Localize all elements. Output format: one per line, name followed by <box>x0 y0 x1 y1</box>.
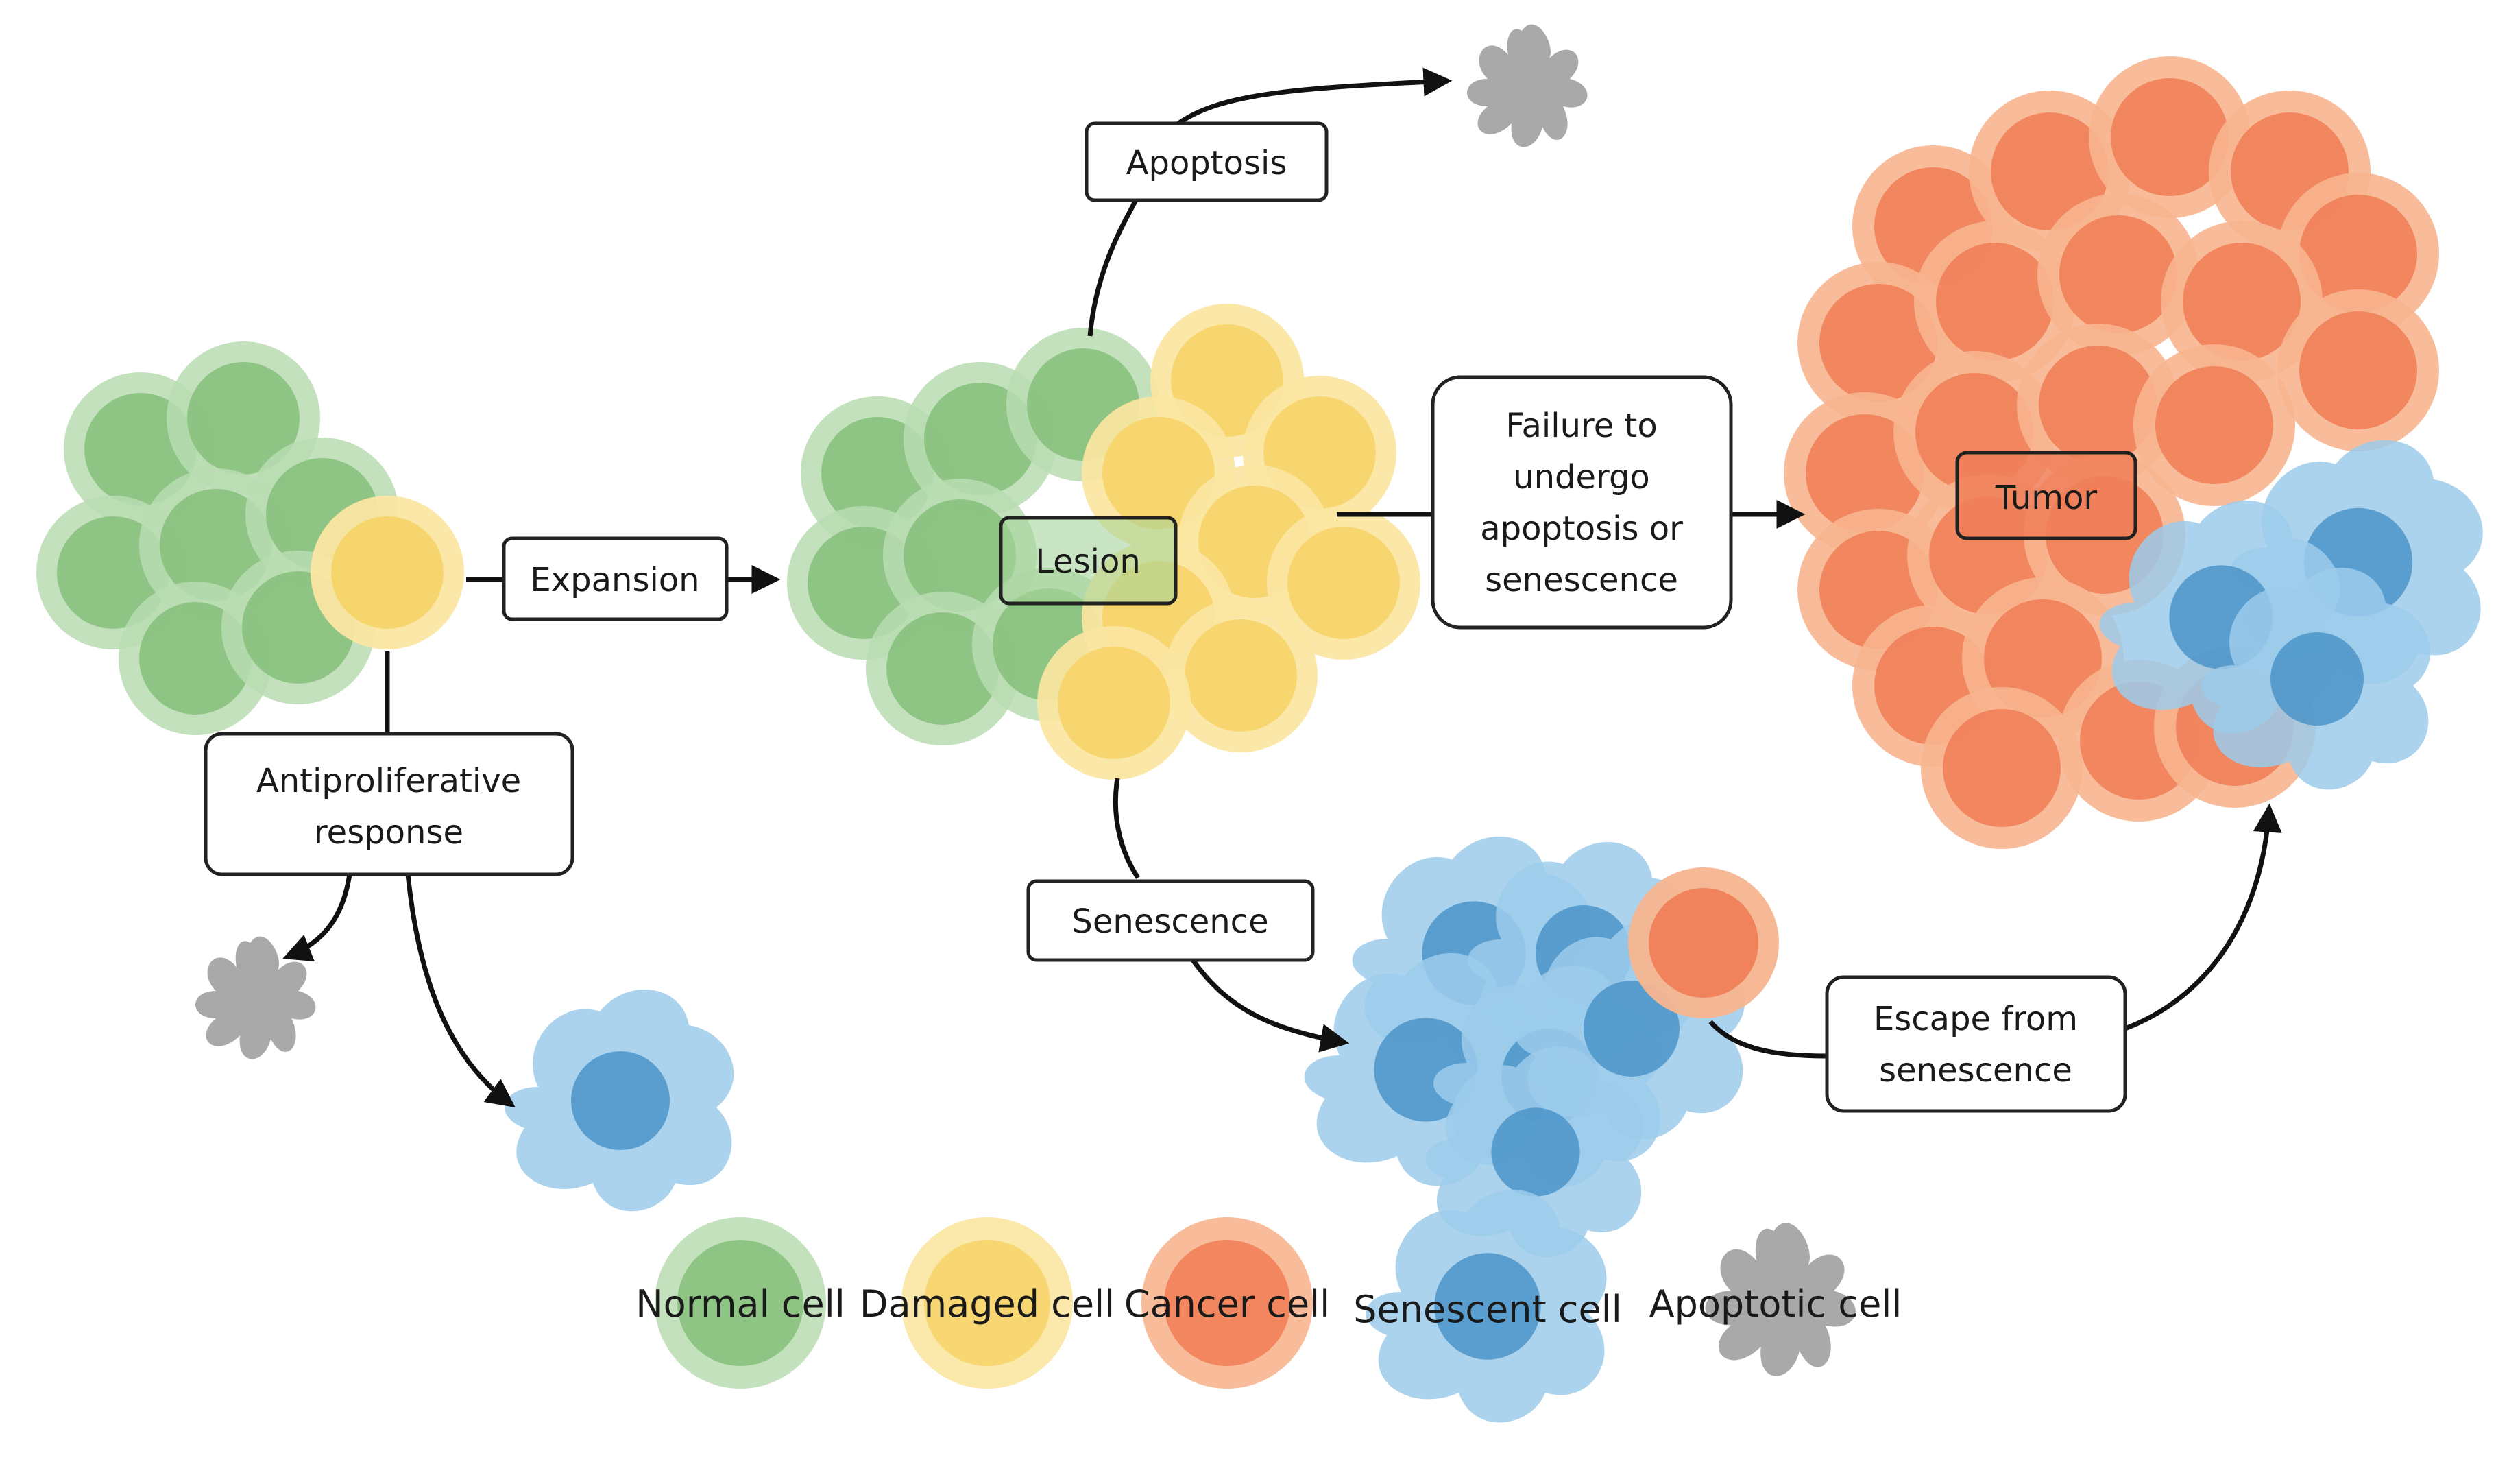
arrow-senescence-out <box>1191 958 1350 1053</box>
legend-label-cancer: Cancer cell <box>1124 1282 1330 1326</box>
legend-label-senescent: Senescent cell <box>1353 1288 1621 1331</box>
expansion-label: Expansion <box>530 561 699 599</box>
failure-label-line-3: apoptosis or <box>1480 510 1683 548</box>
senescent-cell <box>2201 567 2431 790</box>
legend-label-damaged: Damaged cell <box>860 1282 1115 1326</box>
senescence-label: Senescence <box>1071 902 1268 941</box>
arrow-to-apoptotic <box>282 874 352 962</box>
senescent-cell <box>505 989 734 1212</box>
arrows <box>282 81 2282 1107</box>
failure-label-line-1: Failure to <box>1505 407 1657 445</box>
apoptotic-cell <box>1467 24 1588 147</box>
escape-label-line-2: senescence <box>1879 1051 2072 1090</box>
lesion-label: Lesion <box>1035 542 1141 581</box>
senescent-cell <box>1516 917 1745 1140</box>
failure-label-line-4: senescence <box>1485 561 1678 599</box>
cancer-cell-icon <box>1141 1217 1313 1389</box>
cancer-cell <box>1628 867 1779 1018</box>
arrow-senescence-in <box>1113 778 1140 879</box>
lesion-cluster <box>787 304 1420 780</box>
cancer-cell <box>1914 221 2076 383</box>
senescent-cluster <box>1304 836 1779 1258</box>
arrow-escape-out <box>2124 803 2282 1031</box>
senescent-cell <box>1425 1046 1643 1258</box>
antiproliferative-box: Antiproliferative response <box>204 732 574 876</box>
escape-label-line-1: Escape from <box>1874 1000 2078 1038</box>
senescence-box: Senescence <box>1026 879 1315 962</box>
apoptosis-label: Apoptosis <box>1126 144 1287 182</box>
arrow-apoptosis <box>1087 81 1446 337</box>
arrow-escape-in <box>1708 1020 1828 1059</box>
damaged-cell-icon <box>901 1217 1073 1389</box>
tumor-label: Tumor <box>1995 479 2098 517</box>
cancer-cell <box>2161 221 2323 383</box>
senescent-cell-icon <box>1366 1189 1607 1423</box>
antiproliferative-label-line-1: Antiproliferative <box>256 762 521 800</box>
failure-box: Failure to undergo apoptosis or senescen… <box>1431 375 1733 630</box>
damaged-cell <box>1037 626 1191 780</box>
damaged-cell <box>1164 599 1318 752</box>
tumor-box: Tumor <box>1955 451 2137 540</box>
cancer-cell <box>1921 687 2083 849</box>
normal-cell-cluster <box>36 341 464 735</box>
damaged-cell <box>1267 506 1420 660</box>
expansion-box: Expansion <box>502 536 729 621</box>
escape-box: Escape from senescence <box>1825 975 2127 1113</box>
cancer-cell <box>2037 193 2199 355</box>
cancer-cell <box>2133 344 2295 506</box>
arrow-to-senescent <box>405 874 516 1107</box>
cancer-cell <box>2277 289 2439 451</box>
apoptosis-box: Apoptosis <box>1085 121 1329 202</box>
normal-cell-icon <box>655 1217 826 1389</box>
lesion-box: Lesion <box>999 516 1178 606</box>
tumor-cluster <box>1784 56 2483 849</box>
antiproliferative-label-line-2: response <box>314 813 463 852</box>
damaged-cell <box>311 496 464 649</box>
legend: Normal cell Damaged cell Cancer cell Sen… <box>635 1189 1902 1423</box>
failure-label-line-2: undergo <box>1513 458 1650 496</box>
legend-label-normal: Normal cell <box>635 1282 845 1326</box>
legend-label-apoptotic: Apoptotic cell <box>1649 1282 1902 1326</box>
